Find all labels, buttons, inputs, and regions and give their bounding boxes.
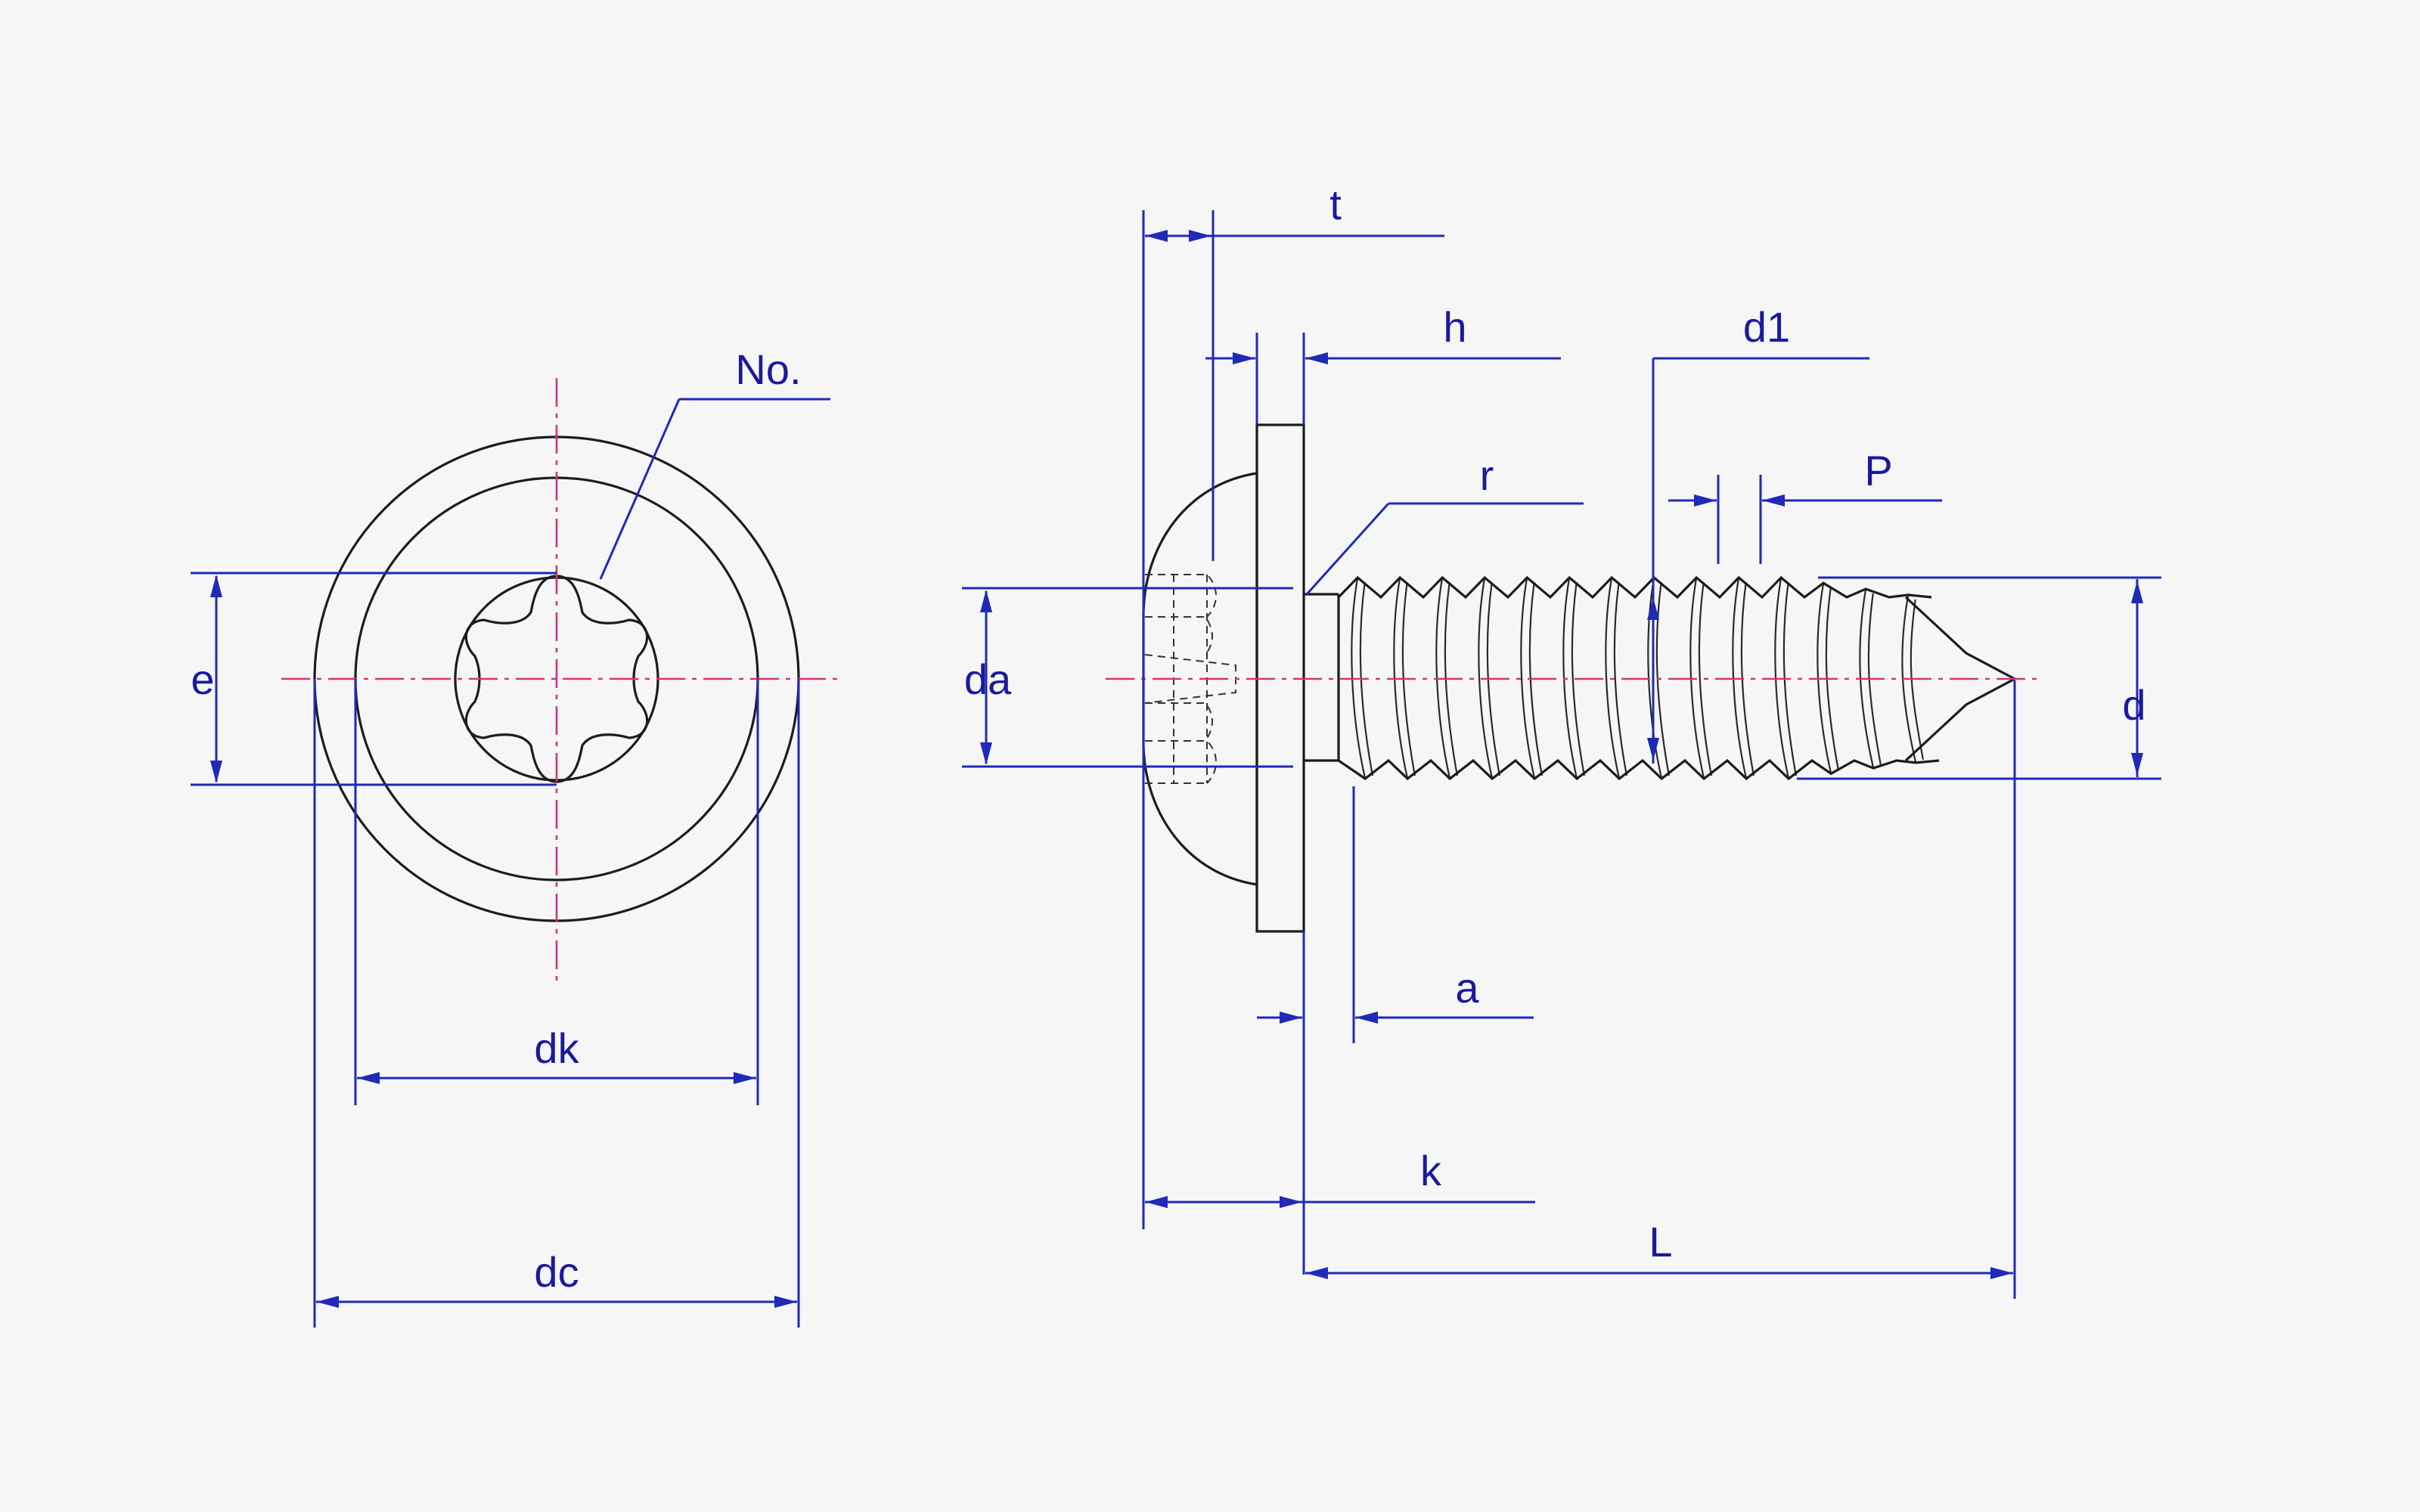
label-k: k [1420, 1147, 1442, 1194]
thread-flank [1520, 577, 1536, 779]
dimension-h: h [1205, 303, 1561, 425]
label-p: P [1864, 447, 1892, 494]
thread-profile-bottom [1338, 758, 1940, 781]
label-dc: dc [534, 1248, 579, 1296]
dimension-da: da [962, 587, 1293, 768]
thread-flank [1478, 577, 1494, 779]
dimension-e: e [191, 572, 557, 786]
label-l: L [1649, 1218, 1672, 1266]
thread-flank [1571, 581, 1586, 776]
label-da: da [964, 655, 1012, 703]
dimension-r: r [1305, 451, 1584, 596]
dimension-t: t [1142, 181, 1444, 1229]
label-d: d [2122, 681, 2145, 729]
label-h: h [1443, 303, 1466, 351]
thread-flank [1698, 581, 1713, 776]
dimension-a: a [1257, 786, 1534, 1275]
dimension-dk: dk [354, 679, 759, 1105]
dimension-d: d [1797, 576, 2161, 780]
dimension-k: k [1145, 1147, 1535, 1208]
label-t: t [1329, 181, 1342, 228]
label-a: a [1455, 964, 1479, 1012]
thread-flank [1613, 581, 1628, 776]
label-d1: d1 [1743, 303, 1790, 351]
thread-profile-top [1337, 575, 1932, 600]
label-e: e [191, 655, 214, 703]
dimension-p: P [1668, 447, 1942, 564]
dimension-dc: dc [313, 679, 800, 1328]
label-no: No. [735, 345, 801, 393]
dimension-d1: d1 [1647, 303, 1869, 764]
thread-flank [1605, 577, 1621, 779]
label-r: r [1480, 451, 1494, 499]
leader-no: No. [599, 345, 830, 580]
label-dk: dk [534, 1024, 579, 1072]
front-view [281, 378, 839, 983]
dimension-l: L [1305, 680, 2016, 1299]
